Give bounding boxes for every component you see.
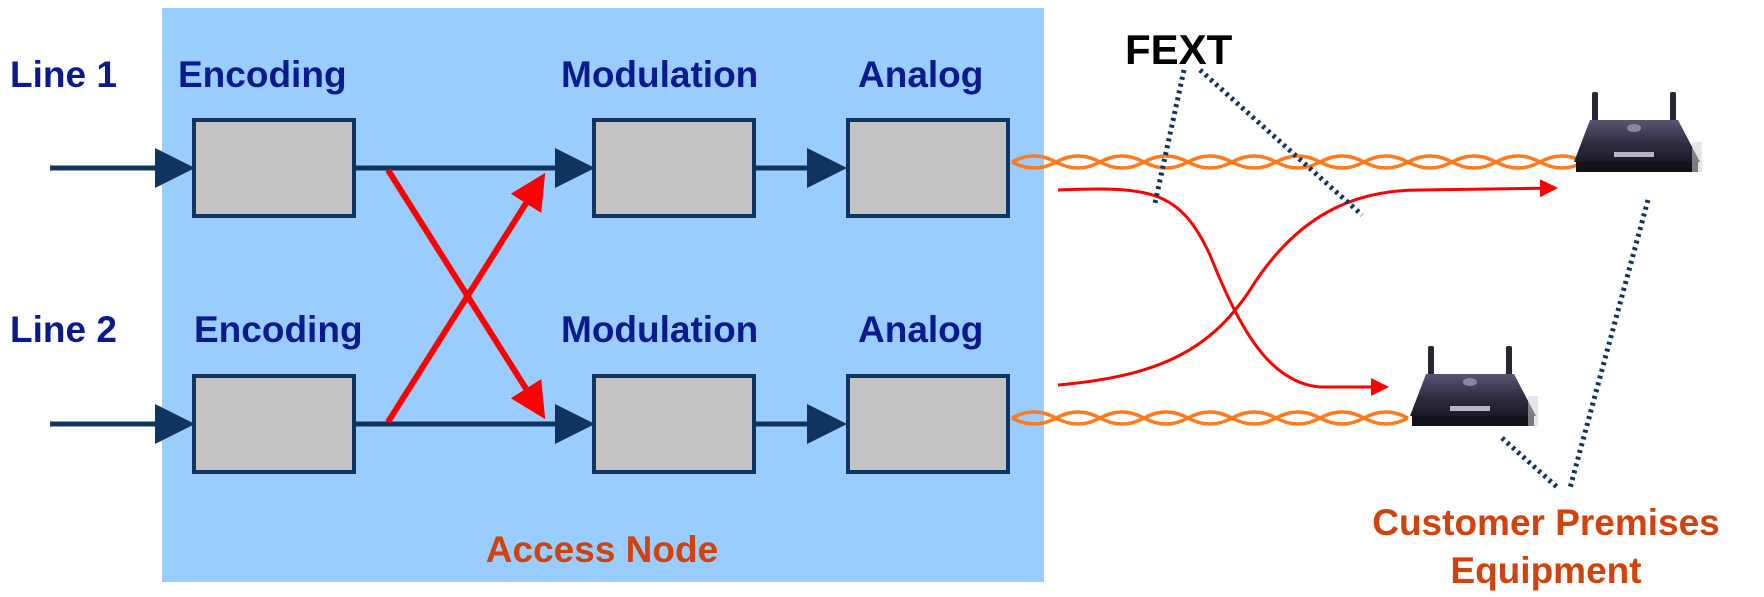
modulation-label-bottom: Modulation [561, 309, 758, 350]
analog-block-top [846, 118, 1010, 218]
line2-label: Line 2 [10, 309, 117, 350]
router-icon [1410, 346, 1538, 426]
precoding-cross-up-arrow [385, 172, 546, 424]
modulation-label-top: Modulation [561, 54, 758, 95]
modulation-block-bottom [592, 374, 756, 474]
analog-label-top: Analog [858, 54, 983, 95]
twisted-pair-line1 [1011, 154, 1585, 170]
encoding-label-top: Encoding [178, 54, 347, 95]
fext-path-line1-to-cpe2 [1057, 187, 1389, 396]
encoding-block-bottom [192, 374, 356, 474]
twisted-pair-line2 [1011, 410, 1409, 426]
cpe-label-line2: Equipment [1450, 550, 1641, 591]
access-node-label: Access Node [486, 529, 718, 570]
encoding-label-bottom: Encoding [194, 309, 363, 350]
cpe-pointer-left [1500, 436, 1560, 490]
line1-label: Line 1 [10, 54, 117, 95]
router-icon [1574, 92, 1702, 172]
fext-path-line2-to-cpe1 [1057, 179, 1558, 387]
encoding-block-top [192, 118, 356, 218]
cpe-label-line1: Customer Premises [1372, 502, 1720, 543]
analog-block-bottom [846, 374, 1010, 474]
fext-pointer-right [1198, 68, 1364, 217]
precoding-cross-down-arrow [385, 168, 546, 420]
modulation-block-top [592, 118, 756, 218]
fext-label: FEXT [1125, 26, 1233, 73]
access-node-region [162, 8, 1044, 582]
fext-pointer-left [1152, 69, 1187, 204]
analog-label-bottom: Analog [858, 309, 983, 350]
cpe-pointer-right [1567, 199, 1651, 489]
